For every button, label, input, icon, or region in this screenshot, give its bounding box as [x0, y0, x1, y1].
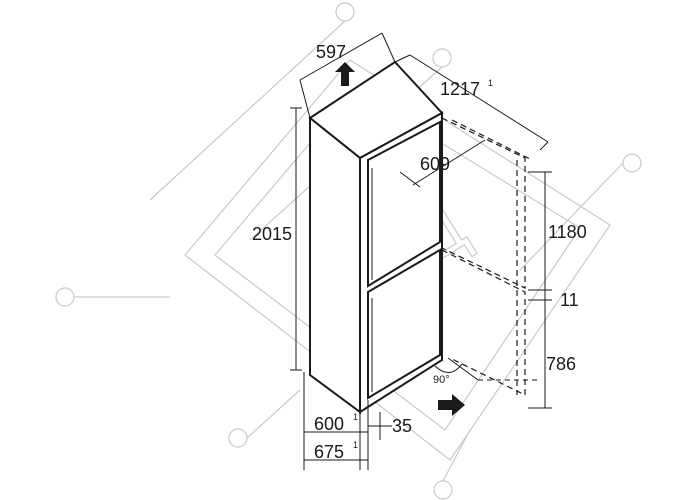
label-door-swing: 609 [420, 154, 450, 174]
label-width-total-note: 1 [353, 440, 358, 450]
fridge-doors [367, 120, 441, 400]
label-depth-door-open-note: 1 [488, 78, 493, 88]
fridge-body [308, 60, 444, 414]
label-angle: 90° [433, 374, 450, 386]
label-top-width: 597 [316, 42, 346, 62]
label-gap-middle: 11 [560, 290, 579, 310]
label-height-upper: 1180 [548, 222, 587, 242]
label-width-base: 600 [314, 414, 344, 434]
dimension-lines [290, 32, 552, 470]
label-width-total: 675 [314, 442, 344, 462]
up-arrow-icon [335, 62, 355, 86]
label-width-base-note: 1 [353, 412, 358, 422]
label-height-lower: 786 [546, 354, 576, 374]
label-height-total: 2015 [252, 224, 292, 244]
door-open-outline [441, 117, 533, 396]
label-depth-door-open: 1217 [440, 79, 480, 99]
label-side-offset: 35 [392, 416, 412, 436]
right-arrow-icon [438, 394, 465, 416]
